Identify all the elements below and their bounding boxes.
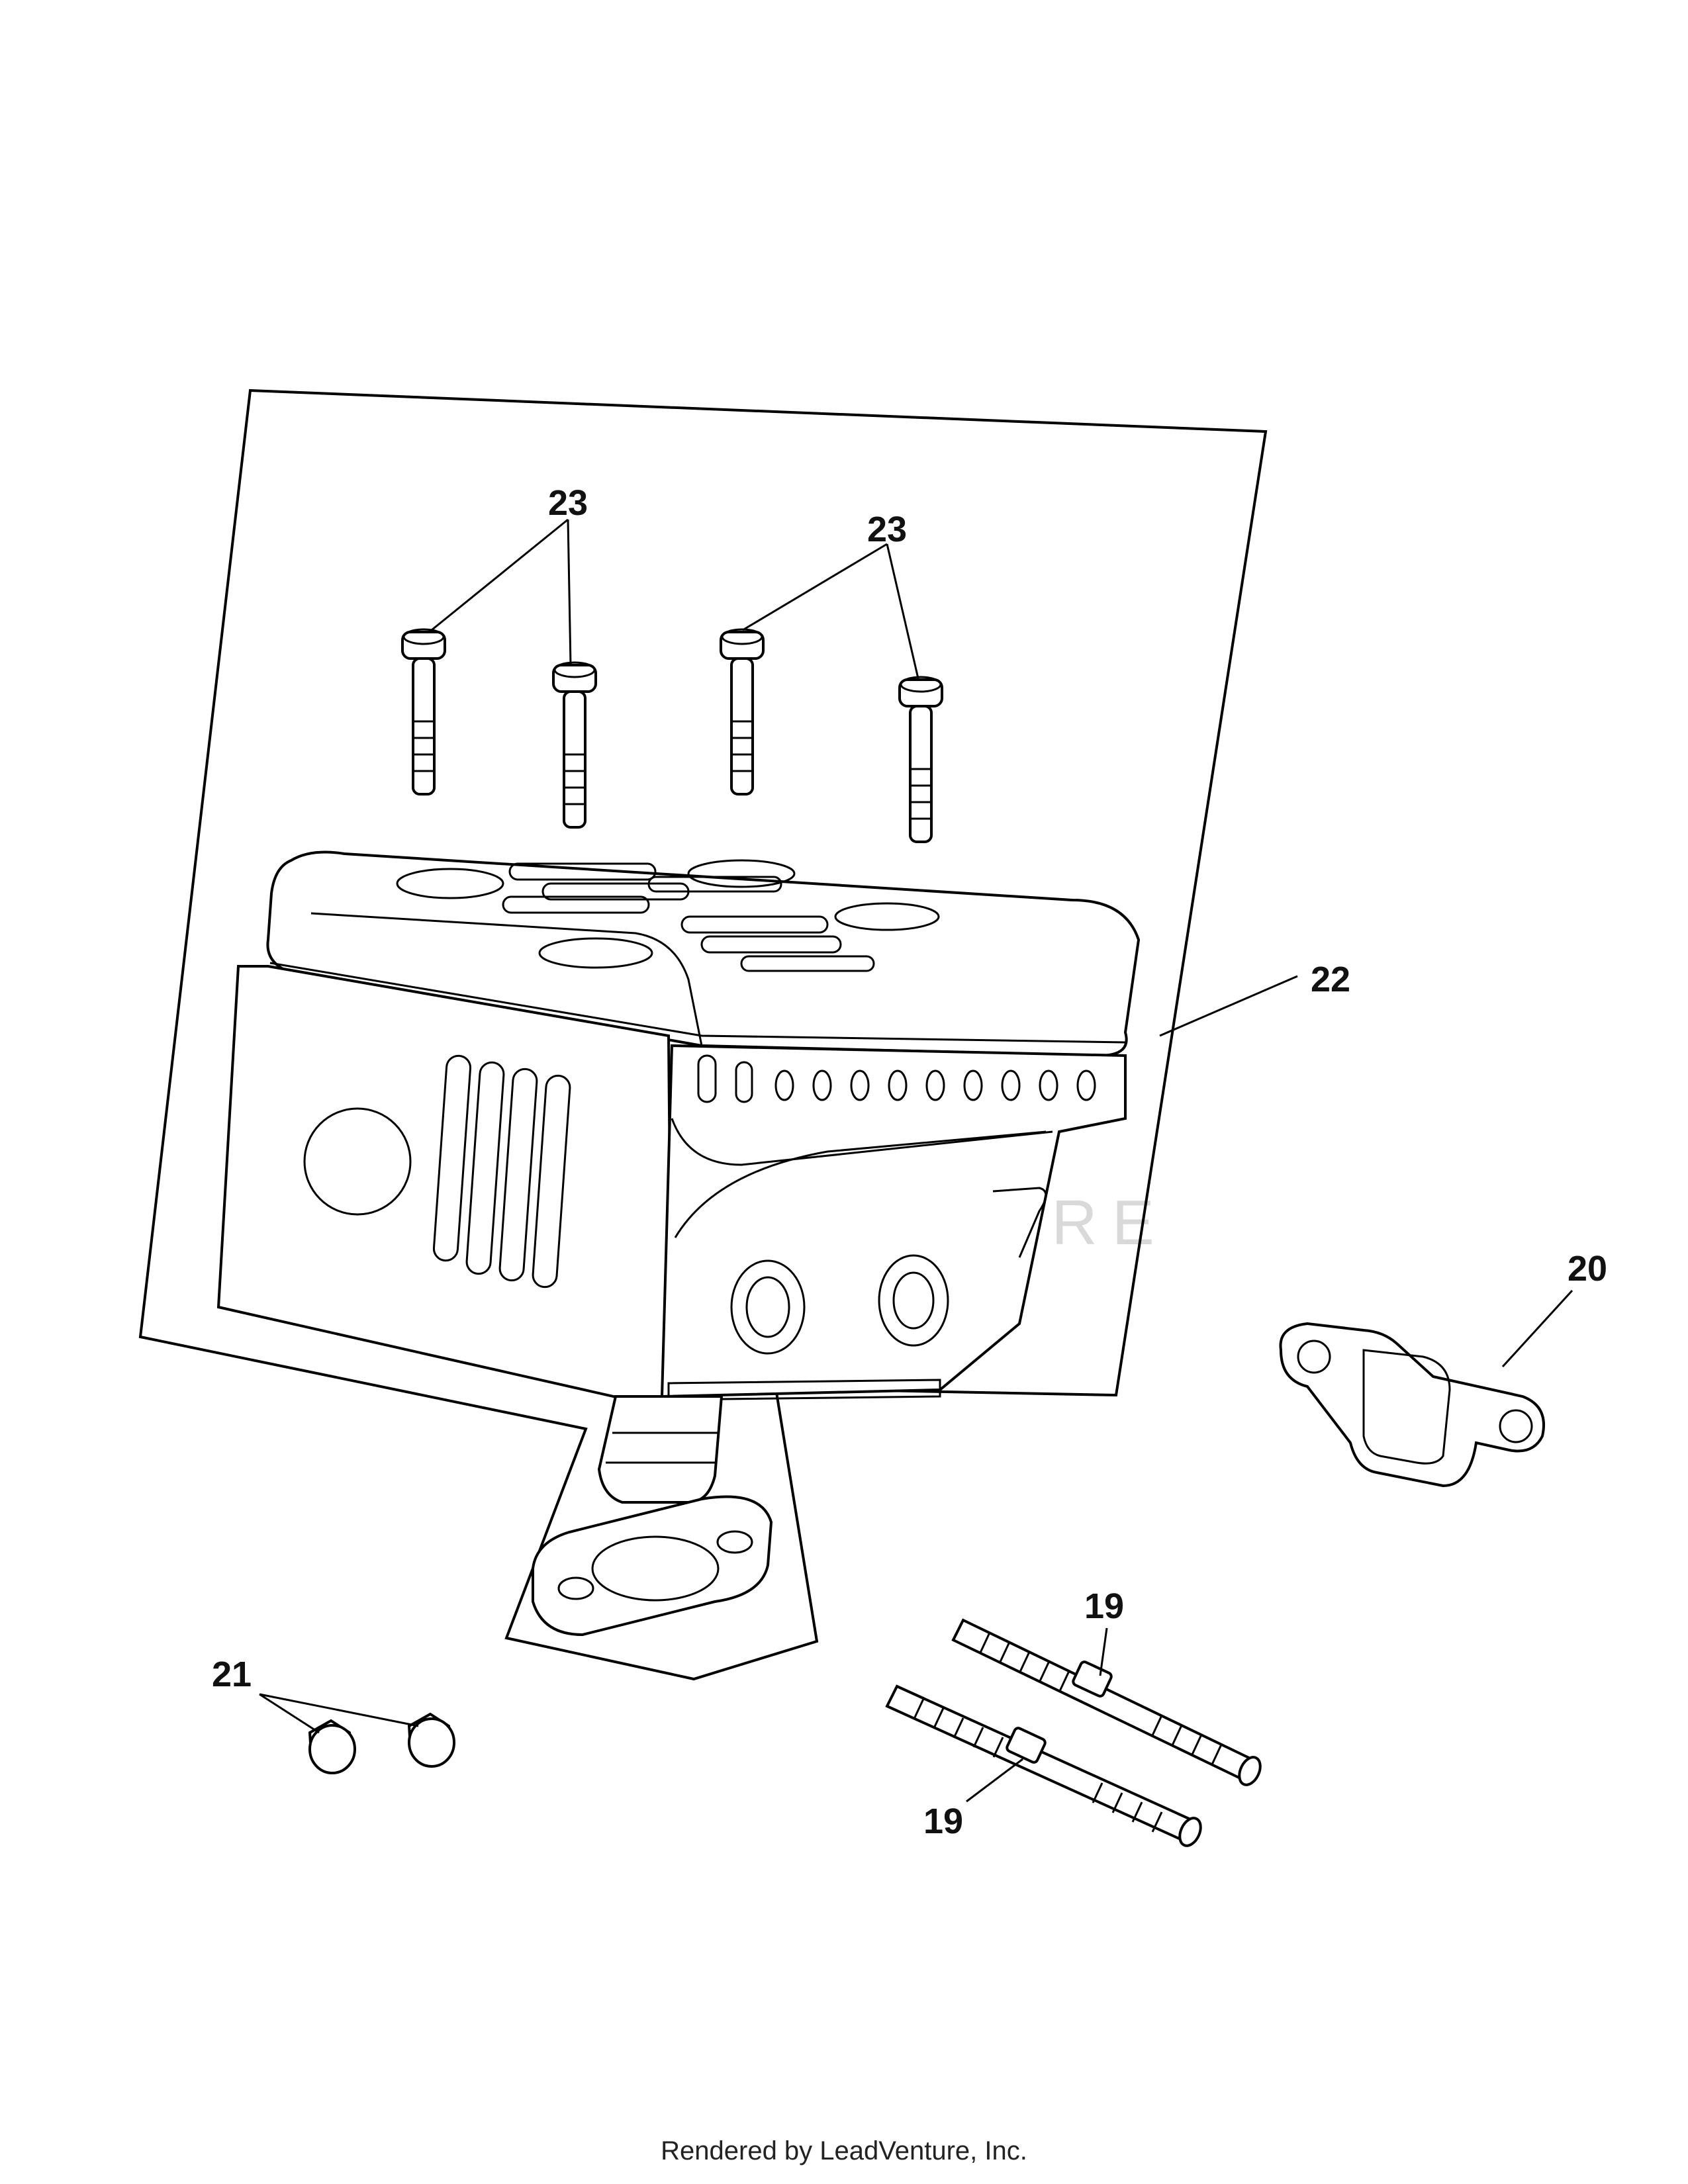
callout-22: 22: [1311, 960, 1350, 999]
leader-22: [1159, 975, 1298, 1037]
gasket: [1279, 1322, 1545, 1488]
leader-21: [259, 1693, 419, 1734]
leader-lines: [259, 518, 1573, 1803]
muffler-body: [216, 850, 1141, 1412]
nut: [308, 1719, 356, 1774]
leader-19-upper: [1099, 1627, 1108, 1676]
callout-19-upper: 19: [1084, 1586, 1124, 1626]
screw: [898, 676, 943, 843]
footer-credit: Rendered by LeadVenture, Inc.: [661, 2136, 1027, 2165]
screw: [720, 628, 765, 796]
nut: [407, 1712, 455, 1768]
callout-23-right: 23: [867, 510, 907, 549]
leader-23-right: [742, 543, 919, 679]
callout-20: 20: [1568, 1249, 1607, 1289]
screw: [552, 661, 597, 829]
leader-23-left: [431, 518, 572, 666]
leader-20: [1501, 1289, 1573, 1368]
stud: [885, 1684, 1202, 1847]
exhaust-pipe: [532, 1395, 773, 1637]
leader-19-lower: [966, 1758, 1023, 1803]
callout-23-left: 23: [548, 483, 588, 523]
callout-21: 21: [212, 1655, 252, 1694]
assembly-boundary: [138, 388, 1268, 1681]
callout-19-lower: 19: [923, 1801, 963, 1841]
screw: [401, 628, 446, 796]
stud: [951, 1618, 1262, 1786]
